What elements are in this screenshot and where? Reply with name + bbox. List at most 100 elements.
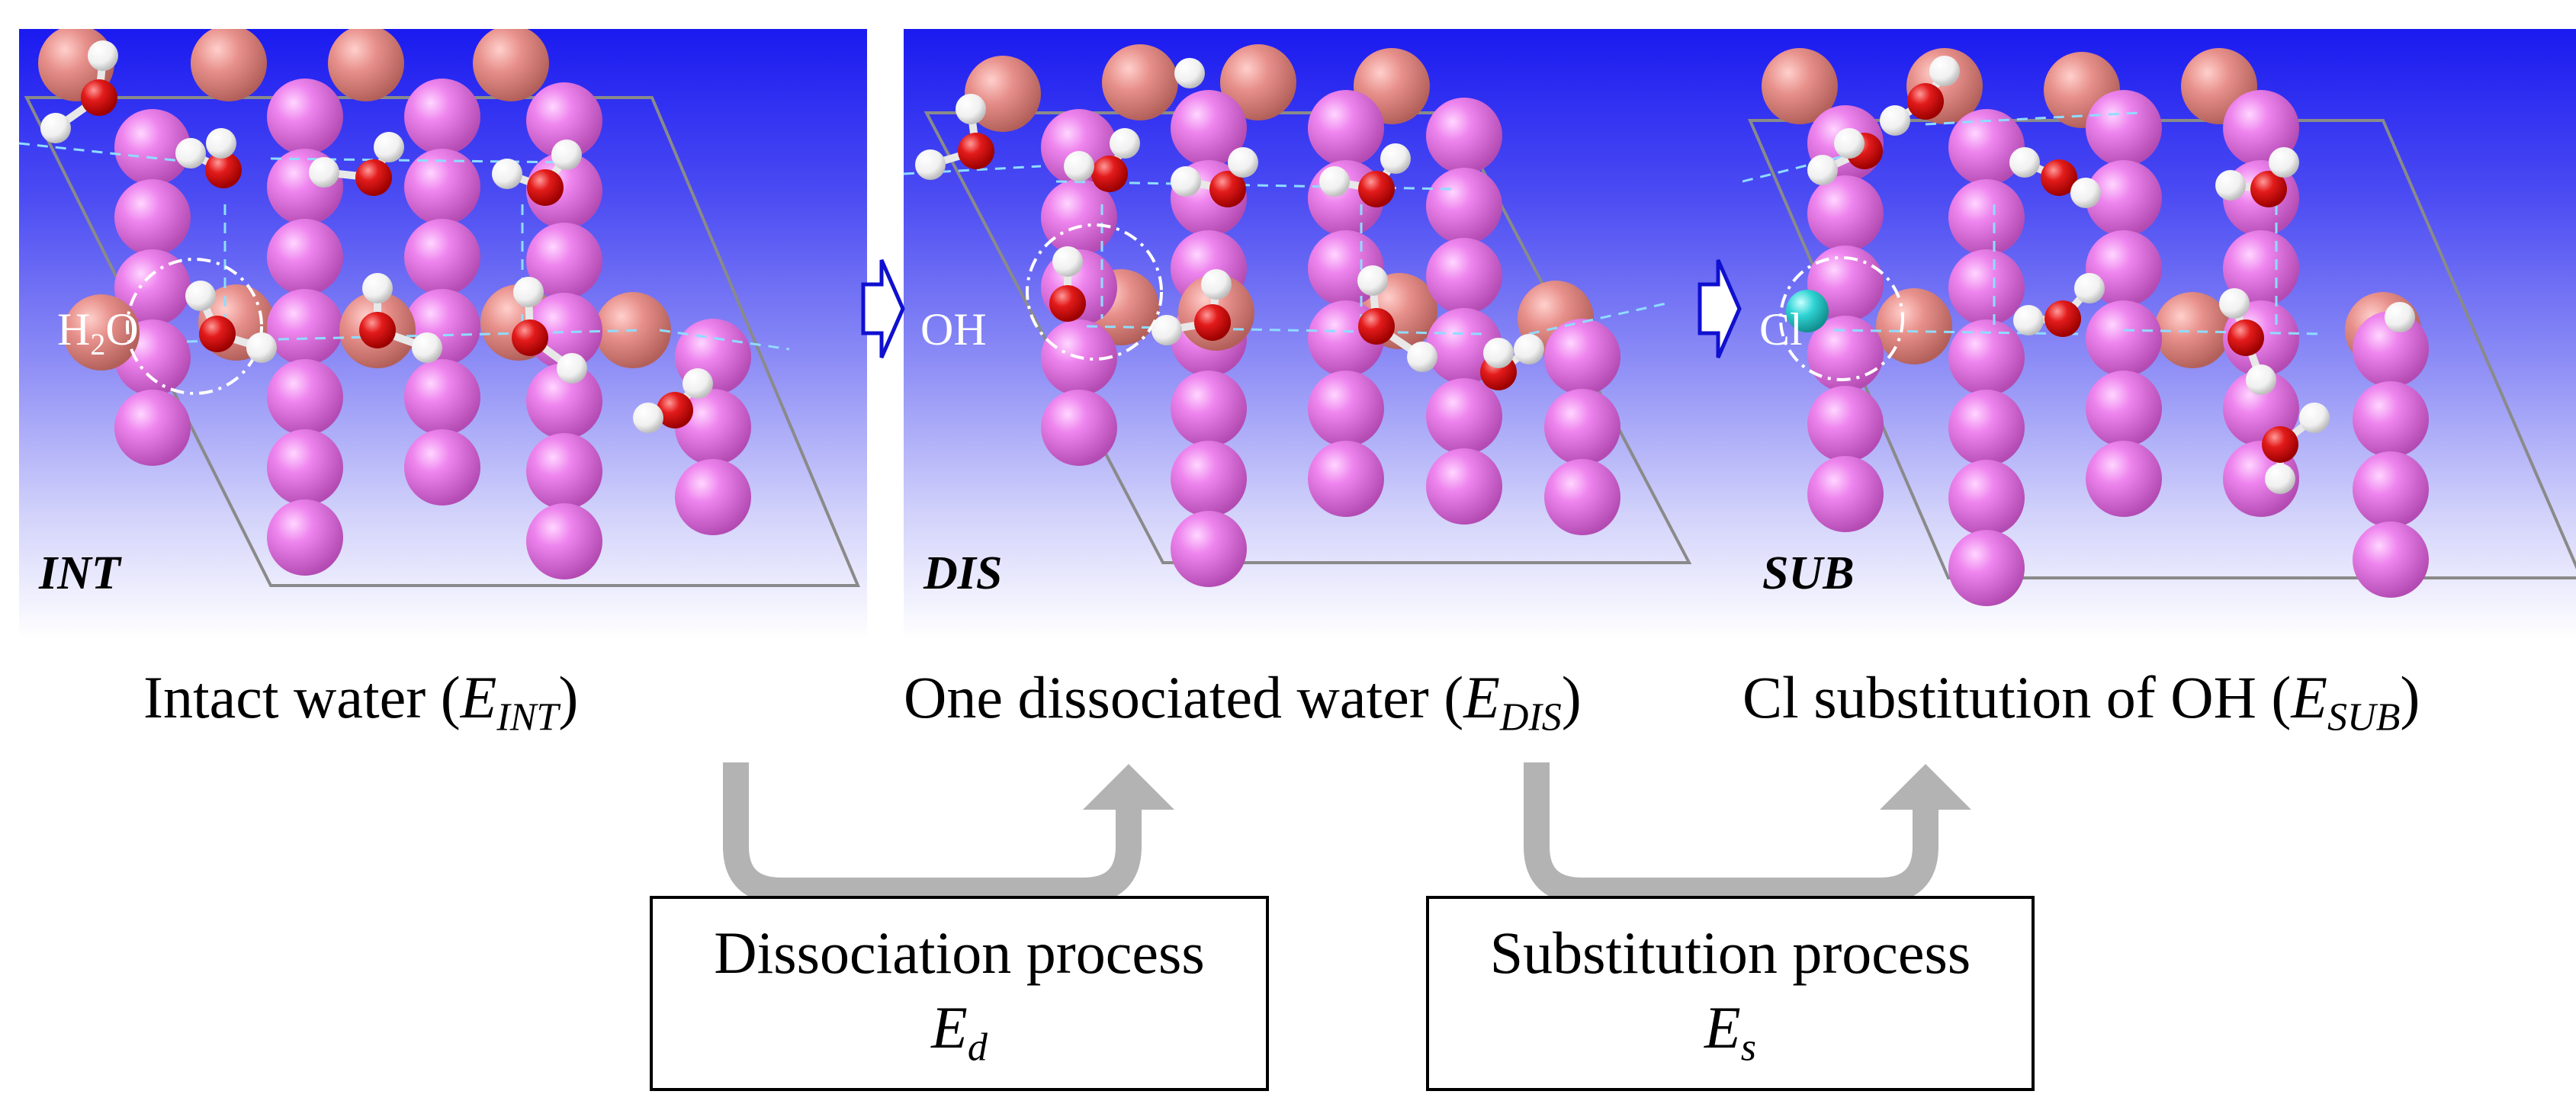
metal-atom [1948,319,2025,396]
metal-atom [1948,390,2025,466]
water-molecule [2009,147,2101,208]
water-molecule [1880,56,1960,136]
hydrogen-atom [1151,315,1182,345]
hydrogen-atom [557,353,587,384]
dissociation-flow-arrow [723,762,1142,903]
site-label-cl: Cl [1759,304,1803,355]
hydrogen-bond [659,329,790,351]
metal-atom [1308,441,1384,517]
metal-atom [1171,441,1247,517]
metal-atom [267,359,343,435]
metal-atom [2353,381,2429,457]
hydrogen-atom [2070,178,2101,208]
panel-tag-dis: DIS [923,547,1003,599]
oxygen-atom [1907,83,1944,120]
surface-atom [2154,292,2231,368]
oxygen-atom [512,319,548,356]
panel-sub: Cl SUB [1742,29,2576,639]
water-molecule [1151,269,1232,345]
metal-atom [2086,160,2162,236]
hydrogen-atom [2215,170,2246,201]
water-molecule [185,281,277,363]
adsorption-site-ring [126,258,263,395]
surface-atom [63,294,140,371]
water-molecule [1171,147,1258,207]
hydrogen-atom [513,277,544,307]
metal-atom [526,363,602,439]
hydrogen-atom [2219,288,2250,319]
metal-atom [1544,459,1620,535]
hydrogen-bond [19,142,195,164]
oxygen-atom [2041,159,2077,196]
dissociation-energy-symbol: Ed [931,994,988,1070]
oxygen-atom [1358,308,1395,345]
metal-atom [1426,168,1502,244]
hydrogen-atom [1201,269,1232,300]
step-arrow-2-icon [1698,258,1742,359]
metal-atom [404,79,480,155]
hydrogen-atom [683,368,713,399]
hydrogen-atom [206,128,236,159]
metal-atom [526,82,602,159]
water-molecule [2013,273,2105,337]
dissociation-process-label: Dissociation process [714,919,1205,986]
dissociation-process-box: Dissociation process Ed [650,896,1269,1091]
metal-atom [1948,460,2025,536]
water-molecule [1357,265,1437,372]
metal-atom [1308,90,1384,166]
oxygen-atom [527,169,564,206]
surface-atom [473,29,549,101]
metal-atom [267,289,343,365]
hydrogen-atom [1357,265,1388,296]
metal-atom [1426,378,1502,454]
hydrogen-atom [2269,147,2299,178]
caption-sub: Cl substitution of OH (ESUB) [1742,664,2420,740]
oxygen-atom [2250,171,2287,207]
water-molecule [175,128,242,188]
panel-int: H2O INT [19,29,867,639]
oxygen-atom [2044,300,2081,337]
hydrogen-atom [1228,147,1258,178]
adsorption-site-ring [1779,256,1904,381]
panel-tag-int: INT [39,547,120,599]
metal-atom [2086,230,2162,306]
oxygen-atom [355,159,392,196]
metal-atom [114,390,191,466]
hydrogen-atom [492,159,522,189]
surface-atom [1762,48,1838,124]
hydrogen-bond [1833,329,2079,335]
hydrogen-atom [175,138,206,168]
metal-atom [1948,109,2025,185]
metal-atom [114,179,191,255]
metal-atom [2353,451,2429,528]
hydrogen-atom [1380,143,1411,174]
surface-atom [1220,44,1296,120]
metal-atom [526,223,602,299]
metal-atom [404,359,480,435]
oxygen-atom [2262,426,2298,463]
panel-dis: OH DIS [904,29,1752,639]
metal-atom [2086,441,2162,517]
oxygen-atom [1209,171,1246,207]
metal-atom [2353,311,2429,387]
metal-atom [2086,300,2162,377]
metal-atom [526,503,602,579]
water-molecule [633,368,713,433]
metal-atom [1544,389,1620,465]
substitution-flow-arrow [1524,762,1938,903]
metal-atom [526,433,602,509]
oxygen-atom [199,316,236,352]
metal-atom [1041,179,1117,255]
metal-atom [404,149,480,225]
substitution-process-label: Substitution process [1489,919,1971,986]
metal-atom [1171,90,1247,166]
water-molecule [1064,128,1140,192]
metal-atom [1948,179,2025,255]
water-molecule [1480,334,1544,390]
water-molecule [1807,128,1883,185]
hydrogen-atom [633,403,663,433]
hydrogen-atom [2009,147,2040,178]
metal-atom [1807,175,1884,252]
oxygen-atom [359,312,396,348]
